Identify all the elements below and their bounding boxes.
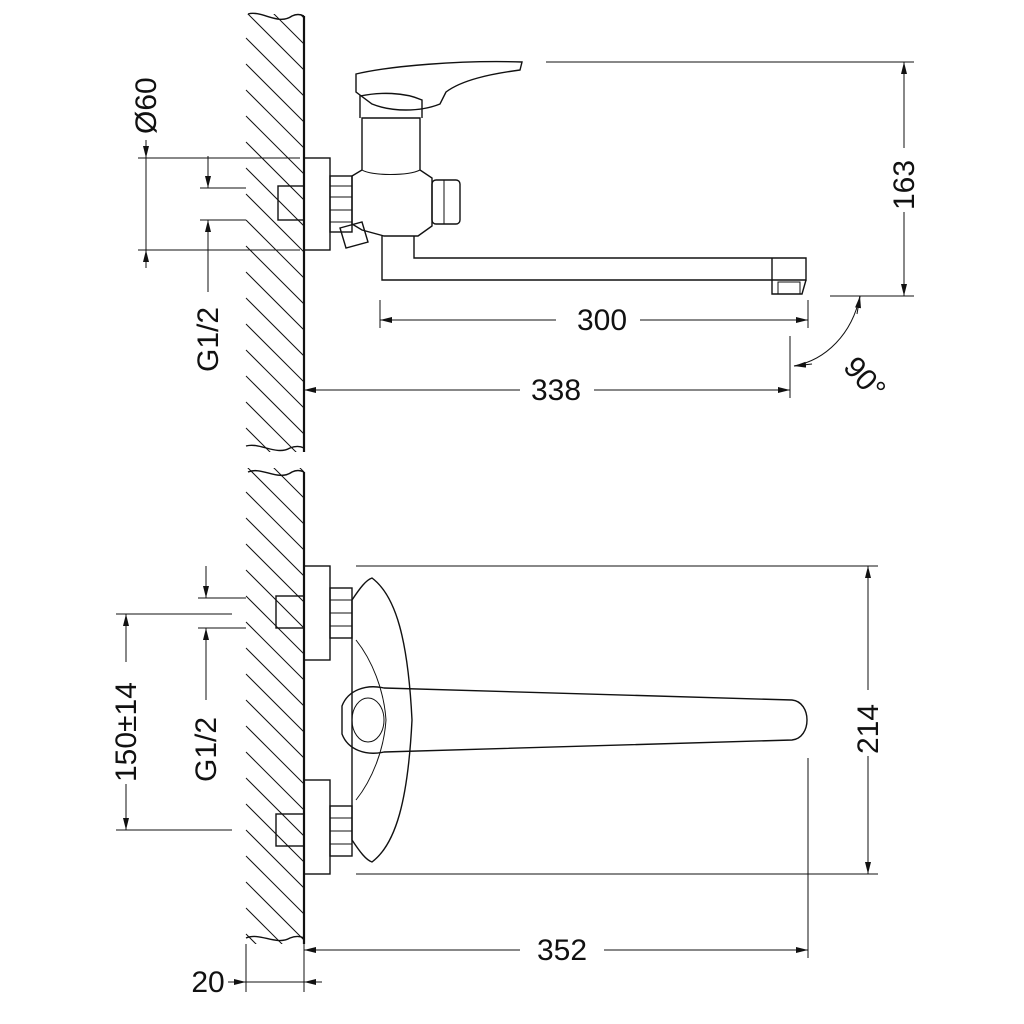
top-thread-label: G1/2	[192, 307, 225, 372]
hatch-line	[245, 517, 305, 577]
top-spout	[381, 236, 807, 281]
bottom-main-body	[351, 577, 413, 863]
swivel-angle-label: 90°	[837, 351, 892, 407]
bottom-wall	[245, 468, 306, 1018]
hatch-line	[245, 647, 305, 707]
hatch-line	[245, 751, 305, 811]
hatch-line	[245, 725, 305, 785]
hatch-line	[246, 454, 304, 512]
bottom-length-label: 352	[537, 934, 587, 967]
hatch-line	[245, 543, 305, 603]
hatch-line	[273, 468, 305, 499]
center-distance-label: 150±14	[110, 682, 143, 782]
hatch-line	[245, 673, 305, 733]
hatch-line	[245, 491, 305, 551]
bottom-lower-flange	[303, 779, 331, 875]
top-nut	[329, 175, 353, 233]
top-side-outlet	[431, 179, 461, 225]
spout-reach-label: 300	[577, 304, 627, 337]
hatch-line	[245, 595, 305, 655]
hatch-line	[245, 569, 305, 629]
hatch-line	[245, 621, 305, 681]
hatch-line	[245, 349, 305, 409]
top-wall	[245, 12, 306, 512]
top-diverter-knob	[339, 221, 369, 249]
bottom-lower-connector	[275, 813, 305, 847]
hatch-line	[245, 323, 305, 383]
top-main-body	[351, 117, 433, 237]
top-lever-handle	[355, 60, 523, 111]
hatch-line	[245, 63, 305, 123]
top-cartridge-cap	[359, 92, 423, 118]
hatch-line	[245, 427, 271, 452]
hatch-line	[245, 375, 305, 435]
top-wall-connector	[277, 185, 305, 221]
hatch-line	[246, 960, 304, 1018]
top-faucet-body	[277, 60, 807, 295]
top-dimensions: Ø60 G1/2 163 300 338 90°	[130, 61, 921, 407]
top-wall-hatch	[245, 14, 305, 512]
hatch-line	[245, 271, 305, 331]
hatch-line	[247, 468, 305, 525]
hatch-line	[245, 141, 305, 201]
hatch-line	[273, 14, 305, 45]
hatch-line	[245, 855, 305, 915]
hatch-line	[245, 803, 305, 863]
bottom-upper-flange	[303, 565, 331, 661]
wall-offset-label: 20	[191, 966, 224, 999]
top-diameter-label: Ø60	[130, 77, 163, 134]
hatch-line	[245, 167, 305, 227]
hatch-line	[245, 219, 305, 279]
bottom-faucet-body	[275, 565, 808, 875]
bottom-upper-connector	[275, 595, 305, 629]
hatch-line	[245, 699, 305, 759]
hatch-line	[245, 777, 305, 837]
hatch-line	[245, 881, 305, 941]
bottom-dimensions: 214 G1/2 150±14 352 20	[110, 565, 885, 999]
total-reach-label: 338	[531, 374, 581, 407]
hatch-line	[245, 115, 305, 175]
hatch-line	[245, 401, 297, 452]
bottom-height-label: 214	[852, 704, 885, 754]
hatch-line	[245, 829, 305, 889]
hatch-line	[245, 933, 257, 944]
bottom-wall-hatch	[245, 468, 305, 1018]
top-wall-flange	[303, 157, 331, 251]
hatch-line	[245, 89, 305, 149]
hatch-line	[299, 468, 305, 473]
hatch-line	[245, 297, 305, 357]
bottom-thread-label: G1/2	[190, 717, 223, 782]
hatch-line	[245, 37, 305, 97]
hatch-line	[247, 14, 305, 71]
hatch-line	[245, 907, 283, 944]
hatch-line	[245, 193, 305, 253]
top-height-label: 163	[888, 160, 921, 210]
hatch-line	[245, 245, 305, 305]
bottom-lever-handle	[341, 686, 808, 754]
